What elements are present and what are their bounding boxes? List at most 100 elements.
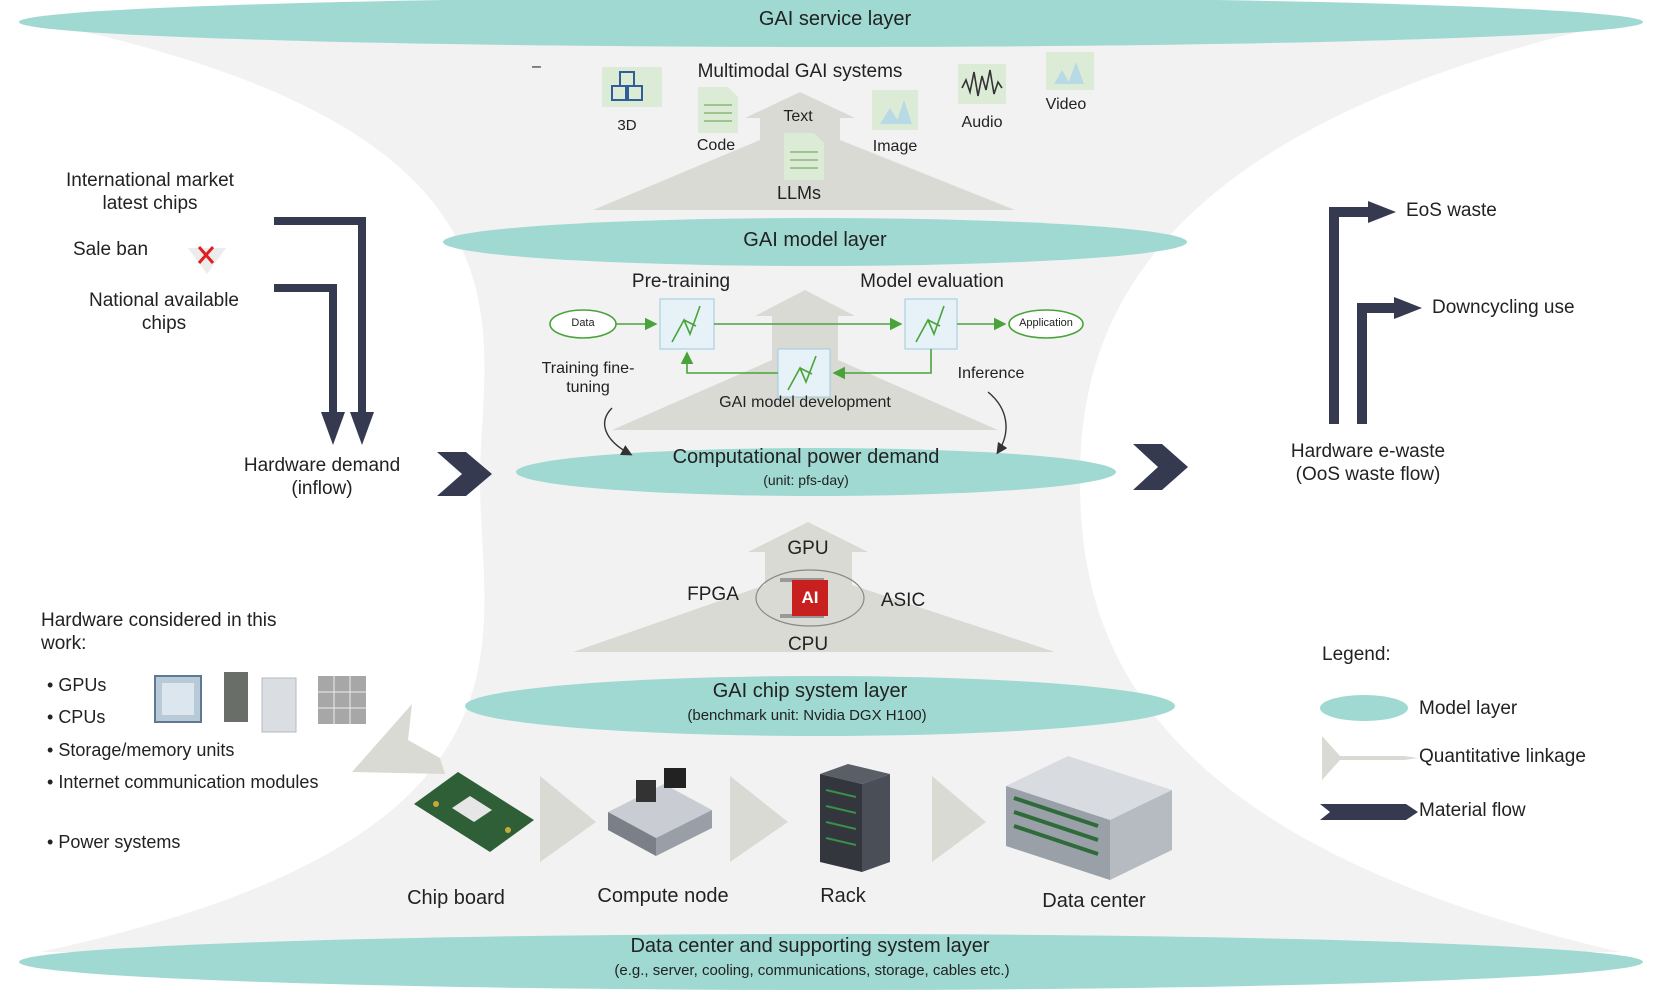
evaluation-network-icon [904, 298, 958, 350]
modality-video-label: Video [1045, 96, 1087, 113]
chain-compute-node-label: Compute node [597, 885, 729, 907]
asic-label: ASIC [880, 590, 926, 611]
image-icon [872, 90, 918, 130]
chevron-left-icon [437, 452, 492, 496]
multimodal-label: Multimodal GAI systems [697, 61, 903, 82]
legend-model-layer-label: Model layer [1419, 698, 1518, 719]
service-dash: – [532, 58, 541, 75]
hardware-item-label: CPUs [58, 707, 106, 727]
linkage-board-to-node [540, 776, 596, 862]
finetuning-label: Training fine-tuning [541, 360, 635, 397]
compute-layer-label: Computational power demand [672, 446, 940, 468]
arrow-development-to-pretraining [680, 351, 778, 374]
gpu-label: GPU [787, 538, 829, 559]
hardware-item-gpus: • GPUs [47, 675, 107, 695]
llms-icon [784, 133, 824, 180]
service-layer-ellipse [19, 0, 1643, 47]
legend-material-swatch [1320, 804, 1418, 820]
memory-grid-image [318, 676, 366, 724]
model-layer-ellipse [443, 218, 1187, 266]
national-chips-label: National available chips [89, 290, 239, 334]
outflow-arrow-eos [1329, 207, 1370, 424]
linkage-node-to-rack [730, 776, 788, 862]
legend-linkage-label: Quantitative linkage [1419, 746, 1586, 767]
chain-chip-board-label: Chip board [407, 887, 505, 909]
fpga-label: FPGA [687, 584, 739, 605]
rack-image [820, 764, 890, 872]
modality-image-label: Image [872, 138, 918, 155]
ai-chip-label: AI [801, 588, 819, 607]
hardware-item-cpus: • CPUs [47, 707, 106, 727]
inference-label: Inference [957, 365, 1025, 382]
model-layer-label: GAI model layer [743, 229, 887, 251]
chip-layer-label: GAI chip system layer [712, 680, 908, 702]
evaluation-label: Model evaluation [860, 271, 1004, 292]
chevron-right-icon [1133, 444, 1188, 490]
3d-icon [602, 67, 662, 107]
hardware-item-label: Power systems [58, 832, 181, 852]
pretraining-label: Pre-training [631, 271, 731, 292]
data-center-image [1006, 756, 1172, 880]
ai-chip-icon [780, 578, 828, 618]
outflow-arrowhead-downcycling [1394, 297, 1422, 319]
inflow-arrow-intl [274, 217, 366, 412]
inflow-arrowheads [321, 412, 374, 445]
compute-unit-label: (unit: pfs-day) [763, 472, 849, 488]
datacenter-sub-label: (e.g., server, cooling, communications, … [614, 962, 1010, 979]
code-icon [698, 87, 738, 133]
hardware-item-label: GPUs [58, 675, 107, 695]
video-icon [1046, 52, 1094, 90]
legend-linkage-swatch [1322, 736, 1418, 780]
downcycling-label: Downcycling use [1432, 297, 1575, 318]
arrow-evaluation-to-development [832, 349, 932, 380]
data-node-label: Data [571, 317, 595, 329]
chip-board-image [414, 772, 534, 852]
service-layer-label: GAI service layer [758, 8, 912, 30]
gpu-chip-image [154, 675, 202, 723]
finetuning-curve-arrow [603, 407, 633, 456]
legend-title: Legend: [1322, 644, 1391, 665]
outflow-arrowhead-eos [1368, 201, 1396, 223]
outflow-arrow-downcycling [1357, 303, 1396, 424]
linkage-rack-to-dc [932, 776, 986, 862]
modality-3d-label: 3D [617, 117, 637, 134]
audio-icon [958, 64, 1006, 104]
chip-ellipse [755, 569, 865, 627]
modality-llms-label: LLMs [776, 183, 822, 203]
cpu-module-image [224, 672, 248, 722]
datacenter-layer-label: Data center and supporting system layer [630, 935, 990, 957]
hardware-item-label: Storage/memory units [58, 740, 235, 760]
inference-curve-arrow [987, 391, 1008, 455]
datacenter-layer-ellipse [19, 934, 1643, 990]
application-node [1008, 309, 1084, 339]
storage-image [261, 677, 297, 733]
modality-code-label: Code [696, 137, 736, 154]
chip-unit-label: (benchmark unit: Nvidia DGX H100) [687, 707, 927, 724]
hardware-item-power: • Power systems [47, 832, 181, 852]
compute-node-image [608, 768, 712, 856]
intl-chips-label: International market latest chips [66, 170, 234, 214]
modality-text-label: Text [783, 108, 813, 125]
development-network-icon [777, 348, 831, 398]
hardware-title: Hardware considered in this work: [41, 610, 277, 654]
compute-layer-ellipse [516, 448, 1116, 496]
hardware-item-storage: • Storage/memory units [47, 740, 235, 760]
development-label: GAI model development [719, 394, 891, 411]
sale-ban-label: Sale ban [73, 239, 149, 260]
sale-ban-icon [188, 246, 226, 274]
chain-data-center-label: Data center [1042, 890, 1146, 912]
hardware-item-internet: • Internet communication modules [47, 772, 319, 792]
chain-rack-label: Rack [820, 885, 866, 907]
modality-audio-label: Audio [961, 114, 1003, 131]
cpu-label: CPU [787, 634, 829, 655]
hardware-demand-label: Hardware demand (inflow) [243, 455, 401, 499]
legend-model-layer-swatch [1320, 695, 1408, 721]
hardware-item-label: Internet communication modules [58, 772, 319, 792]
linkage-hardware-to-board [352, 704, 445, 774]
ewaste-label: Hardware e-waste (OoS waste flow) [1290, 441, 1446, 485]
pretraining-network-icon [659, 298, 715, 350]
legend-material-label: Material flow [1419, 800, 1526, 821]
application-node-label: Application [1019, 317, 1073, 329]
